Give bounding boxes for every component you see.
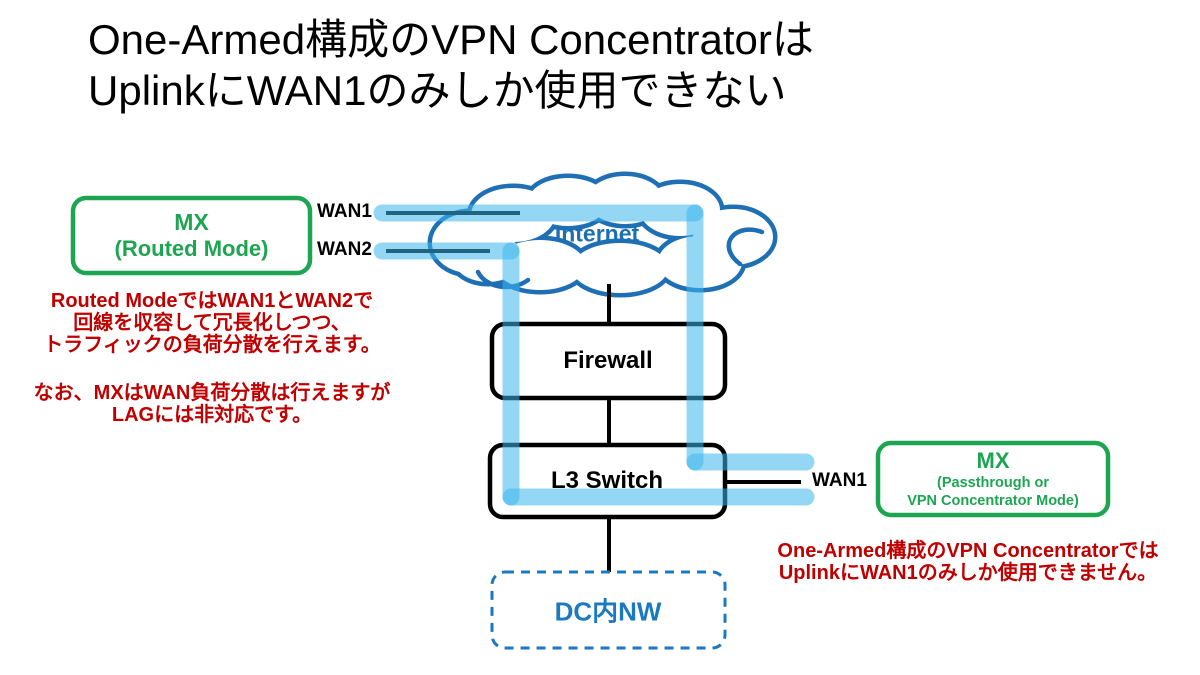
firewall-box	[489, 321, 728, 401]
mx-concentrator-mode-line1: (Passthrough or	[937, 475, 1049, 492]
l3-switch-label: L3 Switch	[550, 467, 664, 494]
wan2-left-label: WAN2	[317, 239, 372, 260]
note-line: 回線を収容して冗長化しつつ、	[73, 312, 351, 334]
page-title-line1: One-Armed構成のVPN Concentratorは	[88, 16, 814, 63]
dc-nw-label: DC内NW	[554, 596, 662, 627]
note-line: Routed ModeではWAN1とWAN2で	[50, 290, 374, 312]
wan1-traffic-path	[373, 204, 815, 471]
note-line: One-Armed構成のVPN Concentratorでは	[777, 540, 1159, 562]
mx-concentrator-mode-line2: VPN Concentrator Mode)	[907, 493, 1079, 510]
page-title: One-Armed構成のVPN Concentratorは UplinkにWAN…	[88, 14, 1138, 116]
note-one-armed: One-Armed構成のVPN Concentratorでは UplinkにWA…	[742, 540, 1194, 584]
mx-routed-mode: (Routed Mode)	[114, 236, 269, 262]
note-routed-mode-paragraph1: Routed ModeではWAN1とWAN2で 回線を収容して冗長化しつつ、 ト…	[12, 290, 412, 356]
mx-routed-box	[70, 195, 313, 276]
note-line: なお、MXはWAN負荷分散は行えますが	[33, 382, 391, 404]
firewall-label: Firewall	[563, 347, 653, 374]
mx-concentrator-box	[875, 440, 1111, 518]
cloud-inner-arc-right	[726, 227, 765, 267]
note-routed-mode: Routed ModeではWAN1とWAN2で 回線を収容して冗長化しつつ、 ト…	[12, 290, 412, 426]
wan1-left-label: WAN1	[317, 201, 372, 222]
note-routed-mode-paragraph2: なお、MXはWAN負荷分散は行えますが LAGには非対応です。	[12, 382, 412, 426]
note-line: トラフィックの負荷分散を行えます。	[43, 334, 381, 356]
mx-concentrator-name: MX	[976, 447, 1010, 473]
internet-label: Internet	[554, 220, 640, 247]
page-title-line2: UplinkにWAN1のみしか使用できない	[88, 67, 787, 115]
wan1-right-label: WAN1	[812, 470, 867, 491]
wan2-traffic-path	[373, 242, 815, 506]
mx-routed-label: MX (Routed Mode)	[73, 198, 310, 273]
note-line: UplinkにWAN1のみしか使用できません。	[778, 562, 1158, 584]
traffic-bands	[373, 204, 815, 506]
mx-routed-name: MX	[174, 208, 209, 235]
dc-nw-box	[490, 570, 727, 650]
note-line: LAGには非対応です。	[111, 404, 313, 426]
mx-concentrator-label: MX (Passthrough or VPN Concentrator Mode…	[878, 443, 1108, 515]
cloud-inner-arc-bottom-left	[475, 269, 531, 290]
